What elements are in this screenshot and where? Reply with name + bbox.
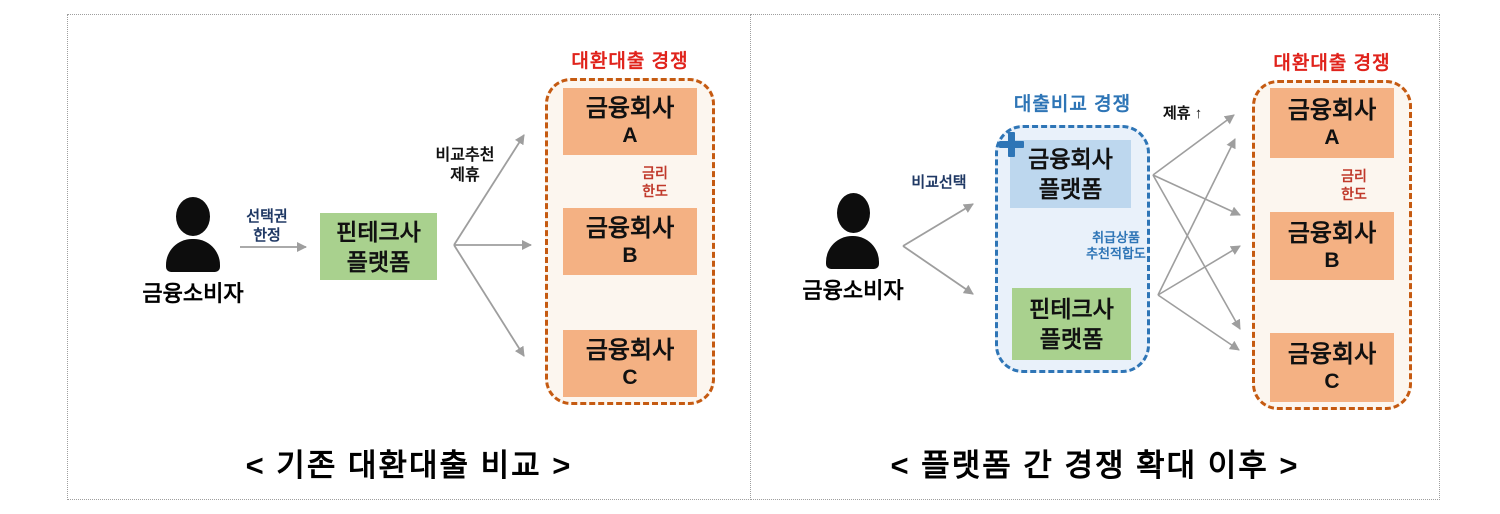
company-name: 금융회사 [585, 95, 675, 122]
referral-line1: 비교추천 [435, 147, 495, 164]
fintech-platform-line1: 핀테크사 [1029, 296, 1114, 322]
company-letter: B [622, 244, 638, 267]
partnership-label: 제휴 [1163, 105, 1191, 122]
left-referral-label: 비교추천 제휴 [428, 146, 502, 186]
plus-icon [999, 132, 1024, 157]
up-arrow-icon: ↑ [1194, 105, 1203, 122]
left-company-c-box: 금융회사 C [563, 330, 697, 397]
handling-line1: 취급상품 [1092, 230, 1140, 245]
company-letter: A [622, 124, 638, 147]
rate-limit-line1: 금리 [1341, 168, 1367, 184]
company-name: 금융회사 [1287, 219, 1377, 247]
company-letter: A [1324, 125, 1340, 149]
right-fintech-platform-box: 핀테크사 플랫폼 [1012, 288, 1131, 360]
left-consumer-label: 금융소비자 [142, 281, 244, 306]
choice-constraint-line1: 선택권 [246, 208, 288, 225]
partnership-increase-label: 제휴 ↑ [1163, 102, 1202, 123]
company-name: 금융회사 [1287, 341, 1377, 368]
consumer-person-body-icon [166, 239, 220, 272]
fintech-platform-line2: 플랫폼 [1039, 326, 1104, 352]
right-refinance-competition-title: 대환대출 경쟁 [1273, 53, 1391, 74]
left-rate-limit-label: 금리 한도 [638, 164, 672, 200]
left-fintech-platform-box: 핀테크사 플랫폼 [320, 213, 437, 280]
rate-limit-line2: 한도 [1341, 186, 1367, 202]
consumer-person-body-icon [826, 236, 879, 269]
left-caption: < 기존 대환대출 비교 > [245, 448, 573, 483]
company-letter: B [1324, 248, 1340, 272]
handling-line2: 추천적합도 [1086, 246, 1146, 261]
consumer-person-icon [837, 193, 870, 233]
right-company-c-box: 금융회사 C [1270, 333, 1394, 402]
right-consumer-label: 금융소비자 [802, 278, 904, 303]
consumer-person-icon [176, 197, 210, 236]
rate-limit-line2: 한도 [642, 183, 668, 199]
right-company-b-box: 금융회사 B [1270, 212, 1394, 280]
choice-constraint-line2: 한정 [253, 227, 281, 244]
right-rate-limit-label: 금리 한도 [1337, 167, 1371, 203]
right-company-a-box: 금융회사 A [1270, 88, 1394, 158]
bank-platform-box: 금융회사 플랫폼 [1010, 140, 1131, 208]
compare-select-label: 비교선택 [911, 174, 967, 191]
right-caption: < 플랫폼 간 경쟁 확대 이후 > [890, 448, 1300, 483]
rate-limit-line1: 금리 [642, 165, 668, 181]
handling-products-label: 취급상품 추천적합도 [1074, 230, 1158, 262]
loan-compare-competition-title: 대출비교 경쟁 [1013, 94, 1132, 115]
company-name: 금융회사 [585, 215, 675, 242]
company-letter: C [1324, 370, 1340, 393]
bank-platform-line1: 금융회사 [1028, 146, 1113, 172]
company-name: 금융회사 [1287, 96, 1377, 124]
company-name: 금융회사 [585, 337, 675, 364]
left-refinance-competition-title: 대환대출 경쟁 [571, 51, 689, 72]
company-letter: C [622, 366, 638, 389]
plus-icon-bar [1008, 132, 1015, 157]
left-company-a-box: 금융회사 A [563, 88, 697, 155]
left-company-b-box: 금융회사 B [563, 208, 697, 275]
bank-platform-line2: 플랫폼 [1038, 176, 1103, 202]
left-choice-constraint-label: 선택권 한정 [233, 207, 301, 245]
referral-line2: 제휴 [450, 167, 480, 184]
fintech-platform-line2: 플랫폼 [346, 248, 411, 275]
fintech-platform-line1: 핀테크사 [336, 218, 421, 245]
